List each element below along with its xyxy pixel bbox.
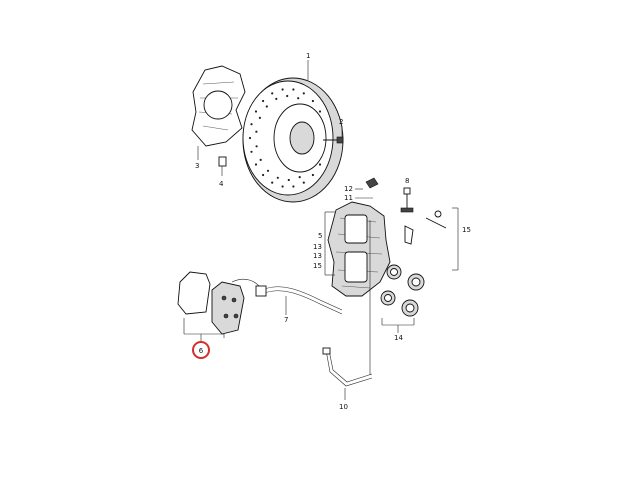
drill-hole xyxy=(287,178,290,182)
callout-6: 6 xyxy=(199,347,204,355)
callout-7: 7 xyxy=(284,316,288,324)
drill-hole xyxy=(292,88,295,91)
callout-15-left: 15 xyxy=(313,262,322,270)
bleed-screw-part xyxy=(355,177,379,199)
disc-screw-part xyxy=(323,126,344,144)
drill-hole xyxy=(262,99,265,103)
drill-hole xyxy=(248,136,252,140)
callout-1: 1 xyxy=(306,52,310,60)
callout-13-upper: 13 xyxy=(313,243,322,251)
dust-shield-part xyxy=(191,65,246,160)
drill-hole xyxy=(250,150,253,153)
callout-3: 3 xyxy=(195,162,199,170)
shield-bolt-part xyxy=(218,156,227,176)
drill-hole xyxy=(318,110,322,113)
drill-hole xyxy=(255,130,258,133)
callout-13-lower: 13 xyxy=(313,252,322,260)
drill-hole xyxy=(292,185,295,188)
brake-caliper-part xyxy=(324,201,391,297)
highlighted-callout-6[interactable]: 6 xyxy=(192,341,210,359)
drill-hole xyxy=(297,97,300,100)
drill-hole xyxy=(258,116,261,119)
drill-hole xyxy=(276,176,279,179)
callout-14: 14 xyxy=(394,334,403,342)
drill-hole xyxy=(298,176,301,179)
drill-hole xyxy=(311,99,314,103)
disc-cross-drill-holes xyxy=(248,88,322,188)
drill-hole xyxy=(302,92,305,95)
drill-hole xyxy=(271,181,274,184)
drill-hole xyxy=(302,181,305,184)
callout-labels: 1 2 3 4 5 7 8 10 11 12 13 13 14 15 15 xyxy=(195,52,471,411)
drill-hole xyxy=(255,145,258,148)
brake-line-part xyxy=(322,220,373,400)
brake-disc-part xyxy=(242,60,344,203)
callout-11: 11 xyxy=(344,194,353,202)
drill-hole xyxy=(259,158,262,161)
callout-12: 12 xyxy=(344,185,353,193)
brake-hose-part xyxy=(231,278,343,315)
drill-hole xyxy=(254,110,258,113)
piston-set-part xyxy=(380,264,425,333)
drill-hole xyxy=(281,185,284,188)
drill-hole xyxy=(254,163,258,166)
drill-hole xyxy=(271,92,274,95)
drill-hole xyxy=(266,169,270,172)
highlight-ring xyxy=(192,341,210,359)
drill-hole xyxy=(311,173,314,177)
drill-hole xyxy=(275,97,278,100)
callout-10: 10 xyxy=(339,403,348,411)
retaining-pins-part xyxy=(404,207,459,271)
drill-hole xyxy=(286,94,289,98)
callout-8: 8 xyxy=(405,177,409,185)
drill-hole xyxy=(262,173,265,177)
callout-15-right: 15 xyxy=(462,226,471,234)
brake-pads-part xyxy=(177,271,245,342)
drill-hole xyxy=(281,88,284,91)
drill-hole xyxy=(250,123,253,126)
callout-5: 5 xyxy=(318,232,322,240)
callout-4: 4 xyxy=(219,180,224,188)
drill-hole xyxy=(318,163,322,166)
drill-hole xyxy=(265,105,268,108)
caliper-bolt-part xyxy=(400,187,414,213)
callout-2: 2 xyxy=(339,118,343,126)
